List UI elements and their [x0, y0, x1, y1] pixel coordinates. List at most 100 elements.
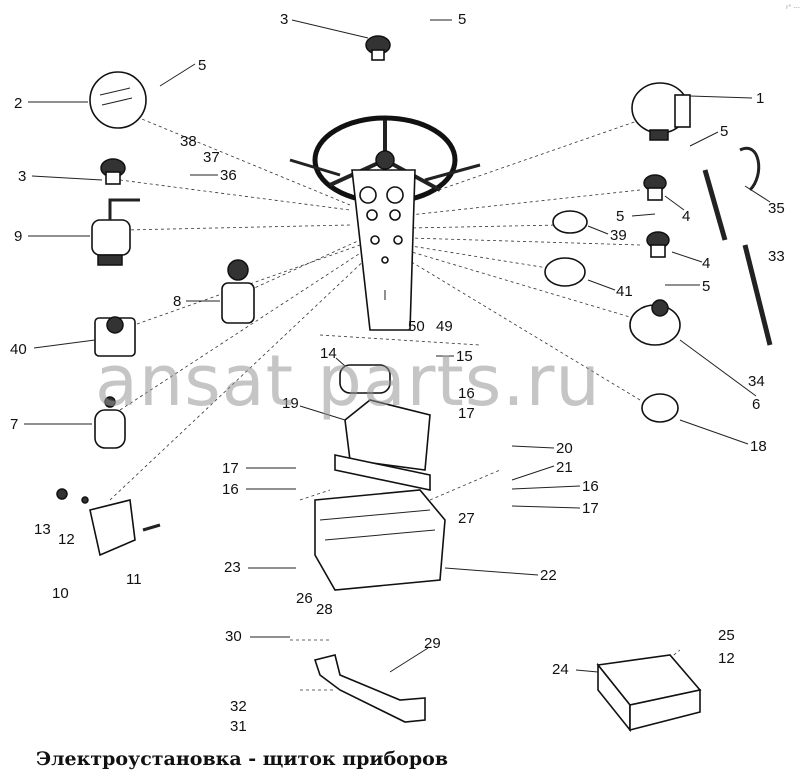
- leader-line: [679, 419, 749, 445]
- callout-label: 30: [225, 628, 242, 645]
- gauge-2: [89, 71, 147, 129]
- leader-line: [291, 19, 369, 39]
- leader-line: [159, 63, 196, 87]
- leader-line: [299, 405, 346, 421]
- callout-label: 12: [718, 650, 735, 667]
- diagram-caption: Электроустановка - щиток приборов: [36, 748, 449, 770]
- callout-label: 9: [14, 228, 22, 245]
- callout-label: 5: [702, 278, 710, 295]
- callout-label: 28: [316, 601, 333, 618]
- callout-label: 41: [616, 283, 633, 300]
- callout-label: 37: [203, 149, 220, 166]
- callout-label: 26: [296, 590, 313, 607]
- callout-label: 17: [582, 500, 599, 517]
- callout-label: 5: [198, 57, 206, 74]
- switch-8: [221, 259, 255, 324]
- callout-label: 16: [222, 481, 239, 498]
- fuse-box-22: [314, 489, 446, 591]
- bracket-29: [313, 654, 426, 723]
- lamps-4-39-41: [544, 174, 670, 287]
- callout-label: 17: [458, 405, 475, 422]
- callout-label: 3: [18, 168, 26, 185]
- relay-7: [94, 396, 126, 449]
- callout-label: 4: [682, 208, 690, 225]
- leader-line: [575, 669, 599, 673]
- callout-label: 12: [58, 531, 75, 548]
- callout-label: 11: [126, 571, 142, 588]
- leader-line: [689, 95, 753, 99]
- callout-label: 20: [556, 440, 573, 457]
- callout-label: 4: [702, 255, 710, 272]
- switch-3-top: [365, 35, 391, 61]
- hoses-33-35: [702, 146, 773, 346]
- gauge-1: [631, 82, 691, 141]
- callout-label: 5: [616, 208, 624, 225]
- callout-label: 15: [456, 348, 473, 365]
- callout-label: 22: [540, 567, 557, 584]
- callout-label: 10: [52, 585, 69, 602]
- leader-line: [671, 251, 703, 263]
- leader-line: [511, 485, 581, 490]
- leader-line: [511, 465, 555, 481]
- leader-line: [631, 213, 656, 217]
- lamp-18: [641, 393, 679, 423]
- callout-label: 33: [768, 248, 785, 265]
- callout-label: 36: [220, 167, 237, 184]
- sensor-6: [629, 299, 681, 346]
- instrument-panel: [351, 169, 416, 331]
- leader-line: [587, 225, 609, 235]
- callout-label: 32: [230, 698, 247, 715]
- callout-label: 13: [34, 521, 51, 538]
- leader-line: [664, 195, 685, 211]
- callout-label: 5: [458, 11, 466, 28]
- callout-label: 29: [424, 635, 441, 652]
- callout-label: 40: [10, 341, 27, 358]
- leader-line: [511, 445, 555, 449]
- callout-label: 5: [720, 123, 728, 140]
- callout-label: 16: [458, 385, 475, 402]
- switch-3-left: [100, 158, 126, 185]
- dashed-connectors: [109, 109, 681, 691]
- leader-line: [335, 357, 346, 367]
- callout-label: 35: [768, 200, 785, 217]
- callout-label: 39: [610, 227, 627, 244]
- callout-label: 6: [752, 396, 760, 413]
- callout-label: 21: [556, 459, 573, 476]
- callout-label: 7: [10, 416, 18, 433]
- leader-line: [31, 175, 103, 181]
- callout-label: 24: [552, 661, 569, 678]
- callout-label: 50: [408, 318, 425, 335]
- callout-label: 17: [222, 460, 239, 477]
- callout-label: 27: [458, 510, 475, 527]
- callout-label: 18: [750, 438, 767, 455]
- switch-9: [91, 198, 140, 266]
- callout-label: 8: [173, 293, 181, 310]
- corner-mark: r° ---: [786, 4, 800, 11]
- fuse-block-24: [596, 654, 702, 733]
- callout-label: 16: [582, 478, 599, 495]
- resistor-14: [339, 364, 391, 394]
- callout-label: 1: [756, 90, 764, 107]
- callout-label: 2: [14, 95, 22, 112]
- callout-label: 3: [280, 11, 288, 28]
- leader-line: [679, 339, 757, 397]
- callout-label: 25: [718, 627, 735, 644]
- leader-line: [444, 567, 539, 576]
- socket-40: [94, 316, 136, 357]
- callout-label: 38: [180, 133, 197, 150]
- regulator-19: [334, 399, 431, 491]
- leader-line: [389, 647, 429, 673]
- leader-line: [744, 185, 771, 203]
- callout-label: 23: [224, 559, 241, 576]
- leader-line: [511, 505, 581, 509]
- leader-line: [33, 339, 96, 349]
- watermark: ansat parts.ru: [95, 340, 601, 422]
- callout-label: 31: [230, 718, 247, 735]
- relay-10: [56, 488, 161, 557]
- leader-line: [587, 279, 616, 291]
- callout-label: 19: [282, 395, 299, 412]
- callout-label: 14: [320, 345, 337, 362]
- callout-label: 49: [436, 318, 453, 335]
